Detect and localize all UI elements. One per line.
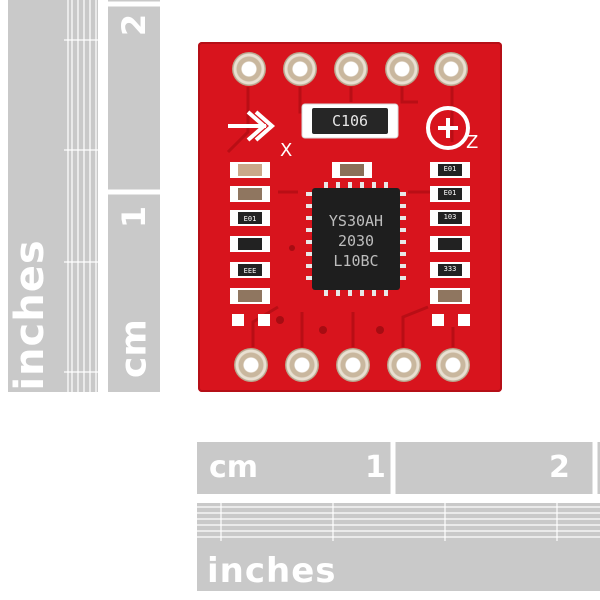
horizontal-cm-number-1: 1 (365, 450, 386, 485)
vertical-inch-ticks (64, 0, 98, 392)
x-axis-label: X (280, 140, 292, 161)
horizontal-cm-number-2: 2 (549, 450, 570, 485)
component-marking: E01 (444, 165, 457, 173)
component-marking: E01 (244, 215, 257, 223)
bottom-pin-pad (234, 348, 268, 382)
vertical-cm-ticks (108, 1, 160, 195)
component-marking: 333 (444, 265, 457, 273)
board-artwork: C106 X Z (226, 87, 478, 347)
top-pin-pad (434, 52, 468, 86)
vertical-cm-ruler: 2 1 cm (108, 0, 160, 392)
vertical-inch-ruler: inches (8, 0, 98, 392)
top-pin-pad (385, 52, 419, 86)
top-pin-pad (232, 52, 266, 86)
horizontal-inches-label: inches (207, 551, 337, 591)
circuit-board: C106 X Z (198, 42, 502, 392)
horizontal-cm-ruler: cm 1 2 (197, 442, 600, 494)
bottom-pin-pad (436, 348, 470, 382)
vertical-cm-label: cm (113, 319, 155, 378)
bottom-pin-pad (387, 348, 421, 382)
top-pin-pad (334, 52, 368, 86)
component-marking: E01 (444, 189, 457, 197)
vertical-inches-label: inches (8, 239, 53, 391)
top-smd-components (332, 162, 372, 178)
z-axis-label: Z (466, 132, 478, 153)
x-axis-arrow-icon (228, 110, 276, 142)
capacitor-c106 (301, 103, 399, 139)
chip-marking-line-2: 2030 (338, 232, 374, 250)
vertical-cm-number-1: 1 (115, 205, 153, 229)
right-smd-components (430, 162, 470, 326)
top-pin-pad (283, 52, 317, 86)
accelerometer-chip (312, 188, 400, 290)
component-marking: EEE (244, 267, 257, 275)
horizontal-inch-ticks (197, 503, 600, 541)
bottom-pin-pad (336, 348, 370, 382)
chip-marking-line-1: YS30AH (329, 212, 383, 230)
left-smd-components (230, 162, 270, 326)
horizontal-cm-label: cm (209, 450, 259, 485)
bottom-pin-pad (285, 348, 319, 382)
chip-marking-line-3: L10BC (333, 252, 378, 270)
z-axis-plus-icon (426, 106, 470, 150)
capacitor-marking: C106 (332, 112, 368, 130)
horizontal-cm-ticks (390, 442, 598, 494)
component-marking: 103 (444, 213, 457, 221)
vertical-cm-number-2: 2 (115, 13, 153, 37)
horizontal-inch-ruler: inches (197, 503, 600, 591)
